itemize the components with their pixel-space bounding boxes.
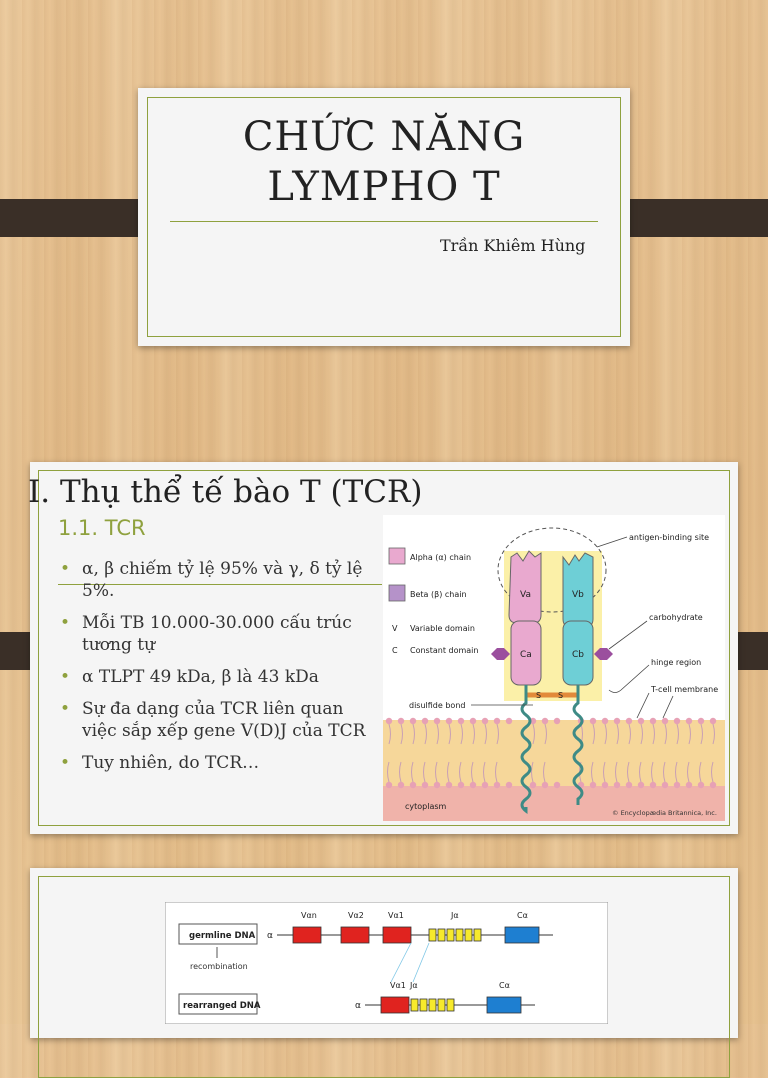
va1-top-label: Vα1 (388, 911, 404, 920)
carbohydrate-callout-line (608, 620, 648, 650)
membrane-callout-line-2 (662, 695, 674, 719)
title-divider (170, 221, 598, 222)
membrane-head-row-top (385, 717, 717, 725)
membrane-region (383, 720, 725, 786)
rearranged-label: rearranged DNA (183, 1001, 261, 1011)
figure-credit: © Encyclopædia Britannica, Inc. (612, 809, 717, 817)
legend-beta-swatch (388, 584, 406, 602)
legend-beta-label: Beta (β) chain (410, 590, 467, 599)
slide-title-line2: LYMPHO T (267, 164, 501, 210)
strap-left-1 (0, 199, 155, 237)
bullet-dot-icon: • (60, 667, 71, 687)
cytoplasm-region (383, 785, 725, 821)
label-va: Va (520, 590, 531, 600)
bullet-dot-icon: • (60, 613, 71, 633)
bullet-item: • Tuy nhiên, do TCR… (60, 752, 380, 774)
author-name: Trần Khiêm Hùng (440, 236, 586, 255)
alpha-label-bottom: α (355, 1001, 361, 1011)
ca-bottom-label: Cα (499, 981, 510, 990)
recombination-guide-2 (412, 942, 430, 983)
bullet-text: Sự đa dạng của TCR liên quan việc sắp xế… (82, 699, 366, 741)
bullet-item: • Sự đa dạng của TCR liên quan việc sắp x… (60, 698, 380, 742)
rearranged-label-box (178, 993, 258, 1015)
label-disulfide-bond: disulfide bond (409, 701, 465, 710)
label-carbohydrate: carbohydrate (649, 613, 703, 622)
label-ca: Ca (520, 650, 532, 660)
bullet-item: • α TLPT 49 kDa, β là 43 kDa (60, 666, 380, 688)
bullet-list: •α, β chiếm tỷ lệ 95% và γ, δ tỷ lệ 5%. … (60, 558, 380, 784)
bullet-text: α, β chiếm tỷ lệ 95% và γ, δ tỷ lệ 5%. (82, 559, 363, 601)
legend-alpha-swatch (388, 547, 406, 565)
ca-top-segment (504, 926, 540, 944)
recombination-label: recombination (190, 962, 248, 971)
title-slide-frame (147, 97, 621, 337)
ja-top-label: Jα (450, 911, 459, 920)
ja-bottom-label: Jα (409, 981, 418, 990)
bullet-dot-icon: • (60, 753, 71, 773)
slide-title: CHỨC NĂNG LYMPHO T (138, 112, 630, 212)
legend-c-label: Constant domain (410, 646, 478, 655)
recombination-guide-1 (390, 942, 412, 983)
germline-label: germline DNA (189, 931, 256, 941)
antigen-binding-site-outline (497, 527, 607, 613)
va-n-segment (292, 926, 322, 944)
carbohydrate-right (594, 648, 613, 660)
label-vb: Vb (572, 590, 584, 600)
label-cb: Cb (572, 650, 584, 660)
label-cytoplasm: cytoplasm (405, 802, 447, 811)
label-s1: S (536, 691, 541, 700)
lipid-tails (387, 723, 715, 783)
va2-segment (340, 926, 370, 944)
bullet-text: α TLPT 49 kDa, β là 43 kDa (82, 667, 319, 687)
va2-label: Vα2 (348, 911, 364, 920)
label-t-cell-membrane: T-cell membrane (650, 685, 718, 694)
va1-top-segment (382, 926, 412, 944)
va-n-label: Vαn (301, 911, 317, 920)
ja-bottom-segments (410, 998, 455, 1012)
antigen-callout-line (596, 536, 628, 548)
label-hinge-region: hinge region (651, 658, 701, 667)
gene-rearrangement-figure: germline DNA recombination α Vαn Vα2 Vα1… (165, 902, 608, 1024)
bullet-text: Mỗi TB 10.000-30.000 cấu trúc tương tự (82, 613, 352, 655)
tcr-structure-figure: Va Vb Ca Cb S S Alpha (α) chain Beta (β)… (383, 515, 725, 821)
alpha-variable-domain (508, 550, 542, 624)
ca-bottom-segment (486, 996, 522, 1014)
alpha-transmembrane-coil (520, 685, 532, 815)
germline-label-box (178, 923, 258, 945)
slide-title-line1: CHỨC NĂNG (242, 114, 526, 160)
hinge-callout-line (608, 664, 650, 693)
legend-c-key: C (392, 646, 398, 655)
tcr-slide-frame (38, 470, 730, 826)
title-slide[interactable] (138, 88, 630, 346)
bullet-item: • α, β chiếm tỷ lệ 95% và γ, δ tỷ lệ 5%. (60, 558, 380, 602)
section-title: I. Thụ thể tế bào T (TCR) (28, 474, 423, 510)
membrane-head-row-bottom (385, 781, 717, 789)
legend-v-label: Variable domain (410, 624, 475, 633)
legend-v-key: V (392, 624, 398, 633)
bullet-text: Tuy nhiên, do TCR… (82, 753, 260, 773)
beta-transmembrane-coil (572, 685, 584, 805)
ca-top-label: Cα (517, 911, 528, 920)
legend-alpha-label: Alpha (α) chain (410, 553, 471, 562)
bullet-dot-icon: • (60, 699, 71, 719)
bullet-dot-icon: • (60, 559, 71, 579)
subtitle-divider (58, 584, 382, 585)
alpha-label-top: α (267, 931, 273, 941)
ja-top-segments (428, 928, 482, 942)
membrane-callout-line-1 (636, 692, 650, 719)
va1-bottom-label: Vα1 (390, 981, 406, 990)
va1-bottom-segment (380, 996, 410, 1014)
section-subtitle: 1.1. TCR (58, 516, 146, 540)
label-s2: S (558, 691, 563, 700)
carbohydrate-left (491, 648, 510, 660)
bullet-item: • Mỗi TB 10.000-30.000 cấu trúc tương tự (60, 612, 380, 656)
label-antigen-binding-site: antigen-binding site (629, 533, 709, 542)
strap-right-1 (613, 199, 768, 237)
